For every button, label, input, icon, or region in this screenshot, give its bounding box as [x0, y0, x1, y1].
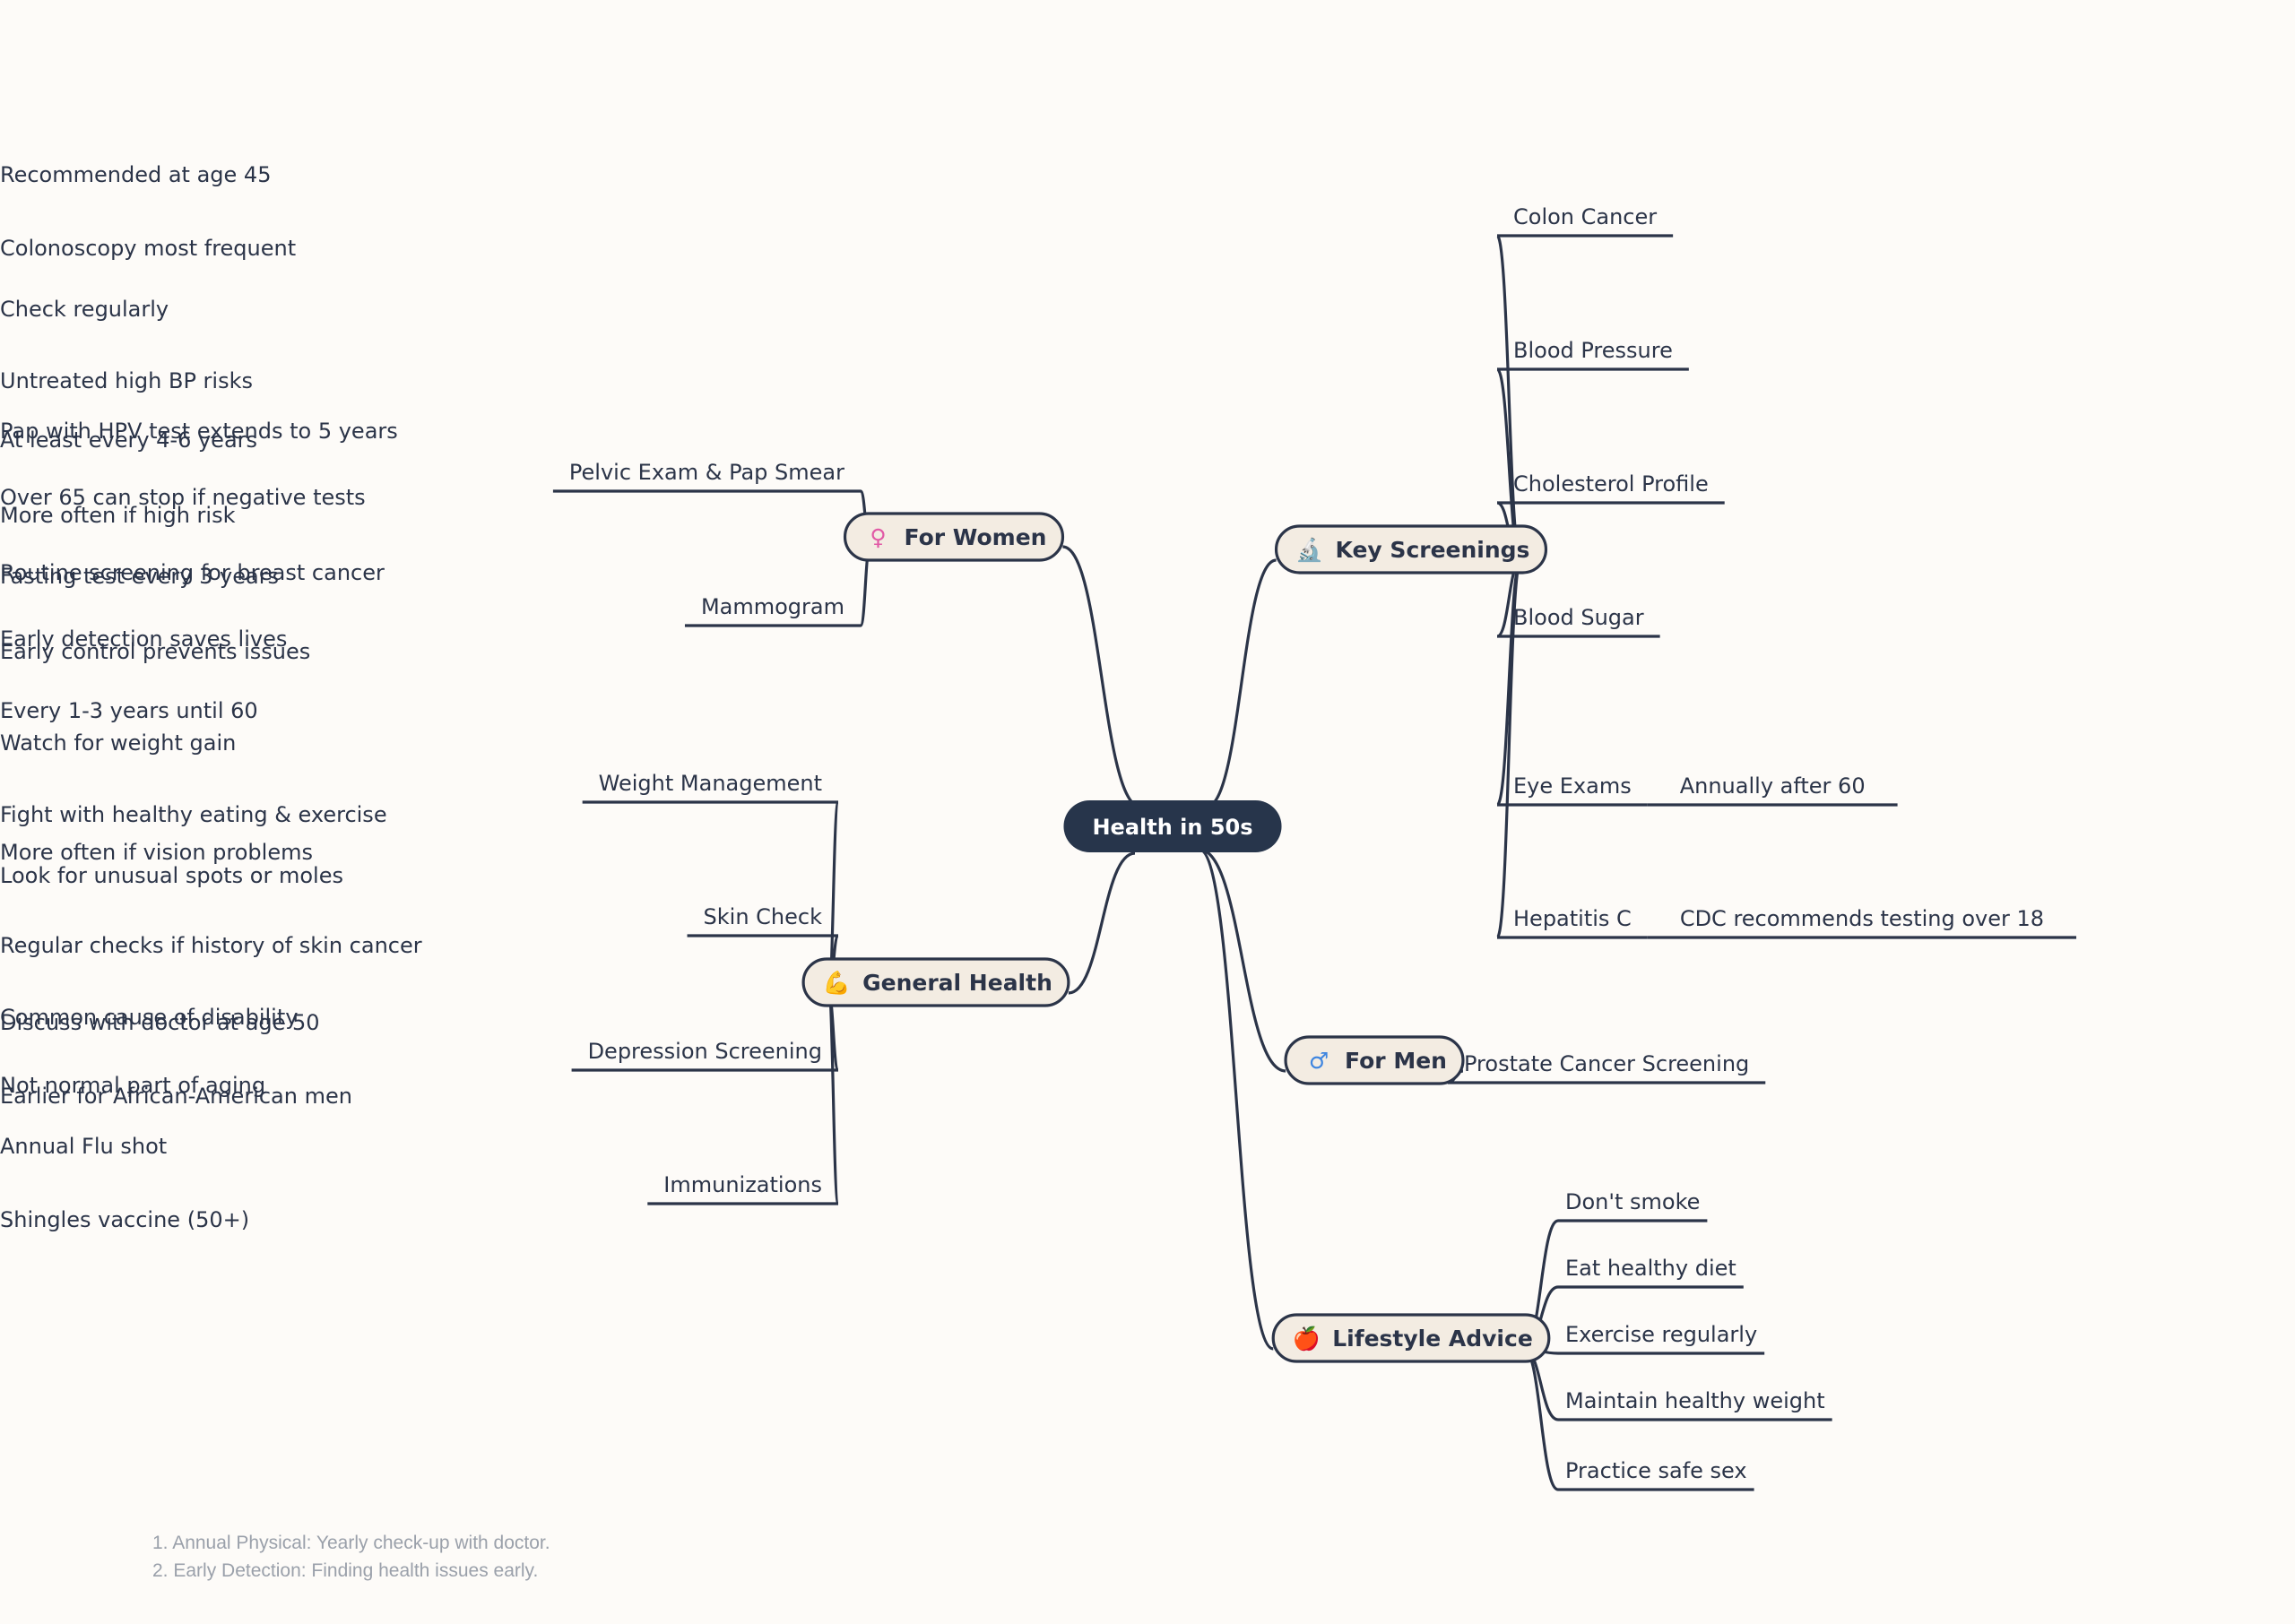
leaf-pap-with-hpv-test-extends-to-5-years-label: Pap with HPV test extends to 5 years	[0, 419, 398, 444]
leaf-shingles-vaccine-50-label: Shingles vaccine (50+)	[0, 1207, 249, 1232]
branch-key-screenings-label: Key Screenings	[1336, 537, 1530, 563]
leaf-practice-safe-sex-label: Practice safe sex	[1565, 1458, 1747, 1483]
branch-lifestyle-advice-label: Lifestyle Advice	[1332, 1326, 1533, 1352]
topic-blood-sugar-label: Blood Sugar	[1513, 605, 1644, 630]
branch-for-men-label: For Men	[1345, 1048, 1447, 1074]
leaf-common-cause-of-disability-label: Common cause of disability	[0, 1005, 298, 1030]
notes-list: 1. Annual Physical: Yearly check-up with…	[152, 1529, 550, 1585]
leaf-regular-checks-if-history-of-skin-cancer-label: Regular checks if history of skin cancer	[0, 933, 422, 958]
root-node-box	[1063, 800, 1282, 852]
female-sign-icon: ♀	[870, 524, 886, 550]
male-sign-icon: ♂	[1309, 1048, 1329, 1074]
leaf-annually-after-60-label: Annually after 60	[1680, 773, 1866, 799]
branch-for-men-box	[1284, 1035, 1465, 1085]
topic-pelvic-exam-pap-smear-label: Pelvic Exam & Pap Smear	[569, 460, 844, 485]
topic-immunizations-label: Immunizations	[663, 1172, 822, 1197]
topic-colon-cancer-label: Colon Cancer	[1513, 204, 1657, 229]
branch-key-screenings[interactable]: Key Screenings 🔬	[1274, 524, 1548, 574]
leaf-earlier-for-african-american-men-label: Earlier for African-American men	[0, 1084, 352, 1109]
leaf-don-t-smoke-label: Don't smoke	[1565, 1189, 1700, 1214]
branch-lifestyle-advice-box	[1271, 1313, 1551, 1363]
branch-for-women-box	[843, 512, 1065, 562]
topic-mammogram-label: Mammogram	[701, 594, 844, 619]
leaf-maintain-healthy-weight-label: Maintain healthy weight	[1565, 1388, 1825, 1413]
branch-general-health[interactable]: General Health 💪	[801, 957, 1070, 1007]
leaf-more-often-if-vision-problems-label: More often if vision problems	[0, 840, 313, 865]
connector-lines	[827, 234, 1559, 1491]
branch-key-screenings-box	[1274, 524, 1548, 574]
leaf-annual-flu-shot-label: Annual Flu shot	[0, 1134, 167, 1159]
leaf-untreated-high-bp-risks-label: Untreated high BP risks	[0, 368, 253, 393]
branch-for-men-connector	[1199, 848, 1286, 1073]
topic-nodes: Health in 50s For Women ♀ General Health 💪 Ke…	[801, 512, 1551, 1363]
leaf-exercise-regularly-label: Exercise regularly	[1565, 1322, 1757, 1347]
flexed-biceps-icon: 💪	[823, 970, 851, 996]
branch-key-screenings-connector	[1206, 558, 1277, 808]
note-item: 1. Annual Physical: Yearly check-up with…	[152, 1533, 550, 1553]
branch-general-health-connector	[1068, 851, 1136, 995]
branch-lifestyle-advice[interactable]: Lifestyle Advice 🍎	[1271, 1313, 1551, 1363]
leaf-watch-for-weight-gain-label: Watch for weight gain	[0, 730, 236, 756]
branch-for-women-connector	[1062, 545, 1141, 808]
leaf-at-least-every-4-6-years-label: At least every 4-6 years	[0, 428, 257, 453]
leaf-fight-with-healthy-eating-exercise-label: Fight with healthy eating & exercise	[0, 802, 387, 827]
branch-general-health-box	[801, 957, 1070, 1007]
leaf-connector	[1523, 1347, 1559, 1491]
topic-eye-exams-label: Eye Exams	[1513, 773, 1632, 799]
leaf-colonoscopy-most-frequent-label: Colonoscopy most frequent	[0, 236, 296, 261]
leaf-cdc-recommends-testing-over-18-label: CDC recommends testing over 18	[1680, 906, 2044, 931]
branch-for-women[interactable]: For Women ♀	[843, 512, 1065, 562]
leaf-over-65-can-stop-if-negative-tests-label: Over 65 can stop if negative tests	[0, 485, 366, 510]
apple-icon: 🍎	[1293, 1325, 1321, 1352]
topic-labels: Pelvic Exam & Pap Smear Pap with HPV test…	[0, 162, 2077, 1491]
leaf-early-detection-saves-lives-label: Early detection saves lives	[0, 626, 287, 652]
microscope-icon: 🔬	[1295, 536, 1323, 563]
leaf-routine-screening-for-breast-cancer-label: Routine screening for breast cancer	[0, 560, 385, 585]
leaf-eat-healthy-diet-label: Eat healthy diet	[1565, 1256, 1736, 1281]
topic-hepatitis-c-connector	[1495, 558, 1523, 939]
root-node[interactable]: Health in 50s	[1063, 800, 1282, 852]
topic-weight-management-label: Weight Management	[599, 771, 822, 796]
leaf-look-for-unusual-spots-or-moles-label: Look for unusual spots or moles	[0, 863, 343, 888]
topic-skin-check-label: Skin Check	[704, 904, 823, 929]
leaf-check-regularly-label: Check regularly	[0, 297, 169, 322]
leaf-early-control-prevents-issues-label: Early control prevents issues	[0, 639, 310, 664]
leaf-discuss-with-doctor-at-age-50-label: Discuss with doctor at age 50	[0, 1010, 320, 1035]
leaf-not-normal-part-of-aging-label: Not normal part of aging	[0, 1073, 265, 1098]
note-item: 2. Early Detection: Finding health issue…	[152, 1560, 539, 1581]
leaf-every-1-3-years-until-60-label: Every 1-3 years until 60	[0, 698, 258, 723]
branch-for-women-label: For Women	[905, 524, 1047, 550]
root-node-label: Health in 50s	[1092, 815, 1252, 840]
topic-colon-cancer-connector	[1495, 234, 1523, 562]
leaf-recommended-at-age-45-label: Recommended at age 45	[0, 162, 271, 187]
leaf-more-often-if-high-risk-label: More often if high risk	[0, 503, 236, 528]
branch-general-health-label: General Health	[862, 970, 1052, 996]
topic-blood-pressure-label: Blood Pressure	[1513, 338, 1673, 363]
topic-cholesterol-profile-label: Cholesterol Profile	[1513, 471, 1709, 497]
branch-lifestyle-advice-connector	[1199, 848, 1274, 1351]
topic-prostate-cancer-screening-label: Prostate Cancer Screening	[1464, 1051, 1749, 1076]
topic-depression-screening-label: Depression Screening	[588, 1039, 822, 1064]
topic-hepatitis-c-label: Hepatitis C	[1513, 906, 1632, 931]
branch-for-men[interactable]: For Men ♂	[1284, 1035, 1465, 1085]
leaf-fasting-test-every-3-years-label: Fasting test every 3 years	[0, 564, 279, 589]
